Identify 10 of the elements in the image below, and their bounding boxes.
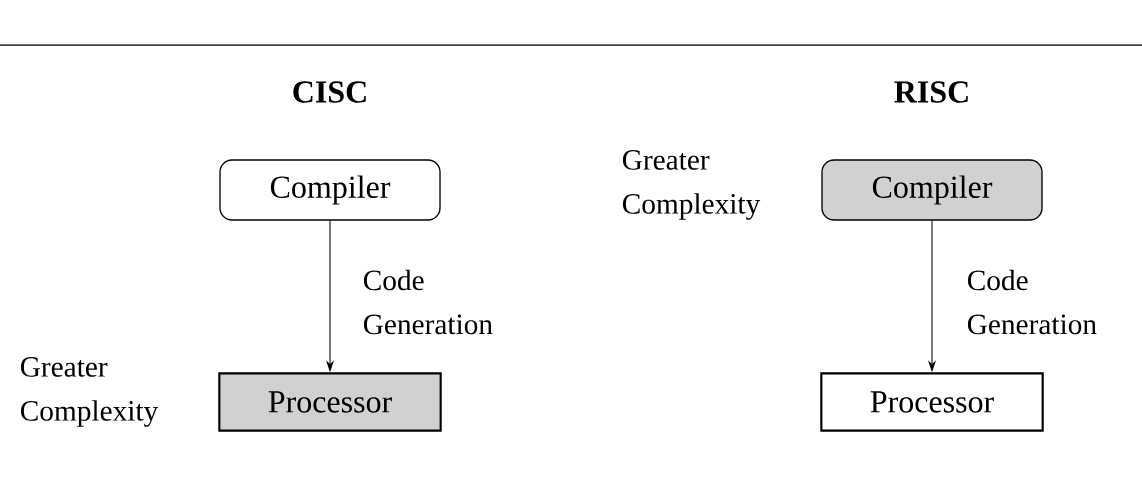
processor-box: Processor [218,372,442,432]
edge-label: Code Generation [363,269,493,335]
heading: RISC [894,81,968,103]
side-note: Greater Complexity [622,150,761,220]
edge-label: Code Generation [967,269,1097,335]
heading: CISC [293,81,366,103]
compiler-box: Compiler [219,159,441,221]
processor-box: Processor [820,372,1044,432]
compiler-box: Compiler [821,159,1043,221]
side-note: Greater Complexity [20,357,159,427]
